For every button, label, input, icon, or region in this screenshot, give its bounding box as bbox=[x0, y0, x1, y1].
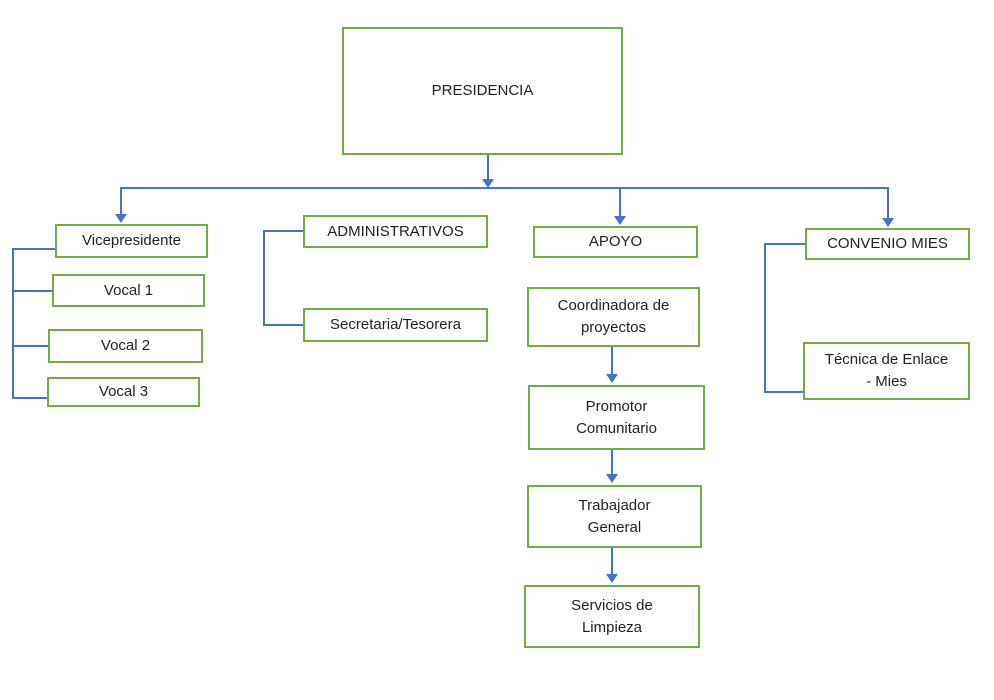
node-apoyo: APOYO bbox=[533, 226, 698, 258]
arrowhead-convenio bbox=[882, 218, 894, 227]
bracket-stub-vocal-2 bbox=[12, 345, 48, 347]
node-secretaria-tesorera: Secretaria/Tesorera bbox=[303, 308, 488, 342]
node-administrativos: ADMINISTRATIVOS bbox=[303, 215, 488, 248]
arrowhead-servicios bbox=[606, 574, 618, 583]
bracket-stub-secretaria bbox=[263, 324, 303, 326]
node-servicios-limpieza: Servicios de Limpieza bbox=[524, 585, 700, 648]
connector-drop-vicepresidente bbox=[120, 187, 122, 215]
bracket-administrativos-vertical bbox=[263, 230, 265, 326]
bracket-stub-vicepresidente bbox=[12, 248, 55, 250]
node-trabajador-general: Trabajador General bbox=[527, 485, 702, 548]
arrowhead-trabajador bbox=[606, 474, 618, 483]
bracket-stub-tecnica bbox=[764, 391, 803, 393]
connector-promotor-trabajador bbox=[611, 450, 613, 474]
node-tecnica-enlace-mies: Técnica de Enlace - Mies bbox=[803, 342, 970, 400]
bracket-stub-administrativos bbox=[263, 230, 303, 232]
connector-main-horizontal bbox=[121, 187, 889, 189]
arrowhead-apoyo bbox=[614, 216, 626, 225]
node-promotor-comunitario: Promotor Comunitario bbox=[528, 385, 705, 450]
node-convenio-mies: CONVENIO MIES bbox=[805, 228, 970, 260]
connector-drop-apoyo bbox=[619, 187, 621, 216]
node-vicepresidente: Vicepresidente bbox=[55, 224, 208, 258]
node-coordinadora-proyectos: Coordinadora de proyectos bbox=[527, 287, 700, 347]
connector-coordinadora-promotor bbox=[611, 347, 613, 374]
node-vocal-3: Vocal 3 bbox=[47, 377, 200, 407]
bracket-vocales-vertical bbox=[12, 248, 14, 399]
arrowhead-presidencia bbox=[482, 179, 494, 188]
node-vocal-1: Vocal 1 bbox=[52, 274, 205, 307]
bracket-stub-vocal-3 bbox=[12, 397, 47, 399]
bracket-convenio-vertical bbox=[764, 243, 766, 393]
node-presidencia: PRESIDENCIA bbox=[342, 27, 623, 155]
bracket-stub-convenio bbox=[764, 243, 805, 245]
connector-trabajador-servicios bbox=[611, 548, 613, 574]
arrowhead-promotor bbox=[606, 374, 618, 383]
node-vocal-2: Vocal 2 bbox=[48, 329, 203, 363]
connector-drop-convenio bbox=[887, 187, 889, 218]
connector-presidencia-stem bbox=[487, 155, 489, 180]
bracket-stub-vocal-1 bbox=[12, 290, 52, 292]
arrowhead-vicepresidente bbox=[115, 214, 127, 223]
